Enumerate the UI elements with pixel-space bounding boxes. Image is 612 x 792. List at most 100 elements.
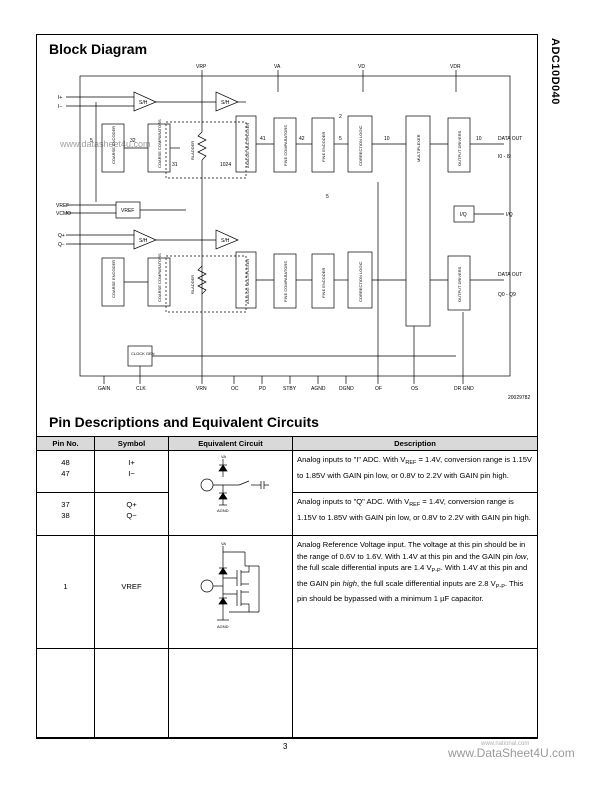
data-out-i-label: DATA OUT — [498, 136, 522, 142]
equivalent-circuit-vref: VA AGND — [168, 535, 293, 649]
pin-symbol: I+ — [128, 458, 135, 467]
ladder-i — [165, 121, 247, 179]
page-number: 3 — [283, 742, 288, 751]
output-drivers-q — [447, 255, 471, 311]
input-q-minus: Q− — [58, 242, 65, 248]
description-cell: Analog Reference Voltage input. The volt… — [292, 535, 538, 649]
output-drivers-i-label: OUTPUT DRIVERS — [457, 130, 462, 166]
pin-agnd: AGND — [311, 386, 326, 392]
pin-gain: GAIN — [98, 386, 111, 392]
bus-width-5b: 5 — [339, 136, 342, 142]
bus-width-10b: 10 — [476, 136, 482, 142]
analog-mux-i-label: ANALOG MULTIPLEXER — [245, 123, 250, 168]
chip-boundary — [79, 75, 511, 377]
pin-dr-gnd: DR GND — [454, 386, 474, 392]
pin-symbol: Q+ — [126, 500, 137, 509]
table-header-row: Pin No. Symbol Equivalent Circuit Descri… — [36, 436, 538, 451]
va-label: VA — [221, 454, 226, 459]
fine-comparators-i — [273, 117, 297, 173]
bus-width-2: 2 — [339, 114, 342, 120]
pin-number: 38 — [61, 511, 70, 520]
clock-gen-label: CLOCK GEN — [131, 351, 155, 356]
figure-number: 20029782 — [508, 395, 531, 401]
pin-va: VA — [274, 64, 281, 70]
header-equivalent-circuit: Equivalent Circuit — [168, 436, 293, 451]
pin-stby: STBY — [283, 386, 297, 392]
pin-vrp: VRP — [196, 64, 207, 70]
part-number-side-title: ADC10D040 — [549, 38, 561, 105]
sh-label-q2: S/H — [221, 238, 230, 244]
sh-label-i2: S/H — [221, 100, 230, 106]
equivalent-circuit-analog-input: VA AGND — [168, 450, 293, 536]
coarse-comparators-i-label: COARSE COMPARATORS — [157, 119, 162, 168]
multiplexer-block — [405, 115, 431, 327]
input-vref: VREF — [56, 203, 69, 209]
fine-comparators-i-label: FINE COMPARATORS — [283, 125, 288, 166]
sh-label-i: S/H — [139, 100, 148, 106]
symbol-cell: I+ I− — [94, 450, 169, 493]
vref-block-label: VREF — [121, 208, 134, 214]
description-cell: Analog inputs to "Q" ADC. With VREF = 1.… — [292, 492, 538, 536]
input-i-minus: I− — [58, 104, 62, 110]
pin-pd: PD — [259, 386, 266, 392]
sh-amplifier-q — [133, 229, 157, 250]
pin-number-cell: 1 — [36, 535, 95, 649]
agnd-label: AGND — [217, 624, 229, 629]
bus-width-31: 31 — [172, 162, 178, 168]
va-label: VA — [221, 541, 226, 546]
pin-symbol: VREF — [121, 582, 142, 591]
watermark-bottom: www.DataSheet4U.com — [448, 746, 575, 760]
multiplexer-label: MULTIPLEXER — [416, 134, 421, 162]
iq-output-label: I/Q — [506, 212, 513, 218]
coarse-encoder-i-label: COARSE ENCODER — [111, 126, 116, 164]
iq-block-label: I/Q — [460, 212, 467, 218]
watermark-site: www.national.com — [481, 741, 530, 747]
sh-amplifier-q2 — [215, 229, 239, 250]
bus-width-41: 41 — [260, 136, 266, 142]
fine-encoder-i-label: FINE ENCODER — [321, 132, 326, 162]
watermark-left: www.datasheet4u.com — [60, 139, 151, 149]
coarse-encoder-q-label: COARSE ENCODER — [111, 260, 116, 298]
coarse-comparators-q-label: COARSE COMPARATORS — [157, 253, 162, 302]
pin-number: 37 — [61, 500, 70, 509]
pin-symbol: Q− — [126, 511, 137, 520]
pin-vrn: VRN — [196, 386, 207, 392]
pin-number: 1 — [63, 582, 68, 591]
sh-amplifier-i — [133, 91, 157, 112]
bus-width-5: 5 — [90, 138, 93, 144]
sh-amplifier-i2 — [215, 91, 239, 112]
ladder-i-label: RLADDER — [190, 141, 195, 160]
ladder-q-label: RLADDER — [190, 275, 195, 294]
ladder-q — [165, 255, 247, 313]
bus-width-5c: 5 — [326, 194, 329, 200]
pin-symbol: I− — [128, 469, 135, 478]
block-diagram: VRP VA VD VDR I+ I− VREF VCMO Q+ Q− S/H … — [56, 64, 522, 392]
fine-encoder-q — [311, 253, 335, 309]
symbol-cell: VREF — [94, 535, 169, 649]
description-cell: Analog inputs to "I" ADC. With VREF = 1.… — [292, 450, 538, 493]
symbol-cell: Q+ Q− — [94, 492, 169, 536]
table-row: 37 38 Q+ Q− Analog inputs to "Q" ADC. Wi… — [36, 492, 538, 536]
pin-oc: OC — [231, 386, 239, 392]
pin-number-cell: 37 38 — [36, 492, 95, 536]
data-out-q-range: Q0 - Q9 — [498, 292, 516, 298]
bus-width-32: 32 — [130, 138, 136, 144]
bus-width-10: 10 — [384, 136, 390, 142]
pin-descriptions-heading: Pin Descriptions and Equivalent Circuits — [49, 414, 319, 430]
pin-number: 47 — [61, 469, 70, 478]
fine-comparators-q-label: FINE COMPARATORS — [283, 261, 288, 302]
header-symbol: Symbol — [94, 436, 169, 451]
clock-gen-block — [127, 345, 153, 367]
vref-equivalent-circuit-diagram: VA AGND — [200, 541, 260, 629]
data-out-i-range: I0 - I9 — [498, 154, 511, 160]
pin-number: 48 — [61, 458, 70, 467]
output-drivers-i — [447, 117, 471, 173]
input-equivalent-circuit-diagram: VA AGND — [200, 454, 269, 513]
data-out-q-label: DATA OUT — [498, 272, 522, 278]
correction-logic-q-label: CORRECTION LOGIC — [358, 261, 363, 302]
table-row-empty — [36, 648, 538, 739]
input-vcmo: VCMO — [56, 211, 71, 217]
bus-width-42: 42 — [299, 136, 305, 142]
fine-comparators-q — [273, 253, 297, 309]
pin-dgnd: DGND — [339, 386, 354, 392]
